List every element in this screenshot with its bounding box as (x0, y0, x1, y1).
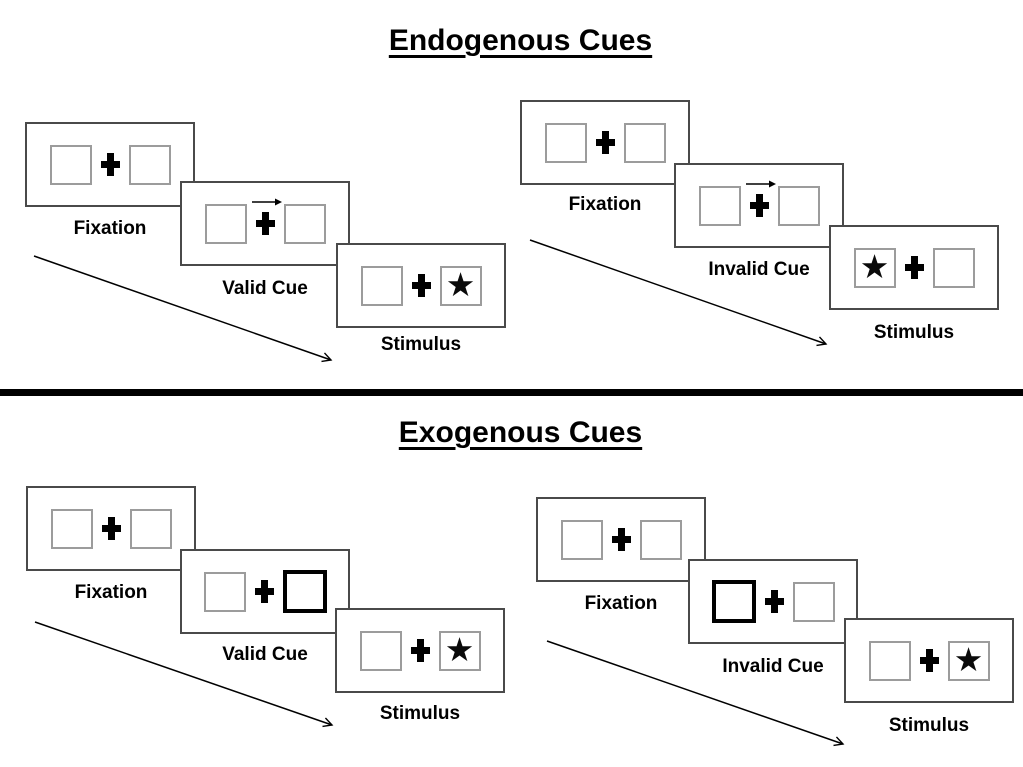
fixation-cross-icon (611, 528, 631, 551)
valid-cue-panel (180, 181, 350, 266)
section-divider (0, 389, 1023, 396)
right-box (639, 519, 682, 560)
left-box (360, 265, 403, 306)
right-box (932, 247, 975, 288)
fixation-cross-icon (255, 212, 275, 235)
right-arrow-cue-icon (251, 198, 282, 206)
stimulus-panel: ★ (336, 243, 506, 328)
right-box-target: ★ (439, 265, 482, 306)
left-box (698, 185, 741, 226)
stimulus-panel: ★ (335, 608, 505, 693)
left-box (868, 640, 911, 681)
left-box (50, 508, 93, 549)
cue-label: Invalid Cue (722, 656, 824, 677)
fixation-label: Fixation (584, 593, 658, 614)
right-box (792, 581, 835, 622)
section-title-endogenous: Endogenous Cues (388, 24, 653, 57)
star-icon: ★ (445, 265, 476, 303)
fixation-cross-icon (411, 274, 431, 297)
left-box (560, 519, 603, 560)
star-icon: ★ (859, 247, 890, 285)
cue-cross-group (745, 180, 776, 217)
fixation-cross-icon (749, 194, 769, 217)
stimulus-label: Stimulus (873, 322, 955, 343)
fixation-cross-icon (100, 153, 120, 176)
stimulus-panel: ★ (829, 225, 999, 310)
left-box (49, 144, 92, 185)
fixation-label: Fixation (74, 582, 148, 603)
right-box (777, 185, 820, 226)
highlighted-cue-box-left (711, 580, 756, 623)
left-box (544, 122, 587, 163)
cue-label: Invalid Cue (708, 259, 810, 280)
fixation-panel (536, 497, 706, 582)
fixation-cross-icon (101, 517, 121, 540)
invalid-cue-panel (688, 559, 858, 644)
invalid-cue-panel (674, 163, 844, 248)
timeline-arrow-endo-invalid (529, 239, 826, 344)
left-box (359, 630, 402, 671)
timeline-arrow-endo-valid (33, 255, 331, 360)
cue-label: Valid Cue (222, 644, 308, 665)
fixation-cross-icon (919, 649, 939, 672)
fixation-cross-icon (595, 131, 615, 154)
fixation-panel (25, 122, 195, 207)
cue-cross-group (251, 198, 282, 235)
left-box (204, 203, 247, 244)
stimulus-panel: ★ (844, 618, 1014, 703)
stimulus-label: Stimulus (379, 703, 461, 724)
timeline-arrow-exo-valid (34, 621, 332, 725)
star-icon: ★ (444, 630, 475, 668)
stimulus-label: Stimulus (380, 334, 462, 355)
left-box-target: ★ (853, 247, 896, 288)
highlighted-cue-box-right (282, 570, 327, 613)
star-icon: ★ (953, 640, 984, 678)
cue-label: Valid Cue (222, 278, 308, 299)
right-arrow-cue-icon (745, 180, 776, 188)
valid-cue-panel (180, 549, 350, 634)
right-box (623, 122, 666, 163)
fixation-panel (520, 100, 690, 185)
fixation-label: Fixation (73, 218, 147, 239)
fixation-cross-icon (764, 590, 784, 613)
section-title-exogenous: Exogenous Cues (398, 416, 643, 449)
fixation-cross-icon (904, 256, 924, 279)
right-box-target: ★ (438, 630, 481, 671)
right-box (129, 508, 172, 549)
fixation-label: Fixation (568, 194, 642, 215)
stimulus-label: Stimulus (888, 715, 970, 736)
fixation-cross-icon (254, 580, 274, 603)
right-box (128, 144, 171, 185)
fixation-panel (26, 486, 196, 571)
right-box-target: ★ (947, 640, 990, 681)
left-box (203, 571, 246, 612)
fixation-cross-icon (410, 639, 430, 662)
right-box (283, 203, 326, 244)
